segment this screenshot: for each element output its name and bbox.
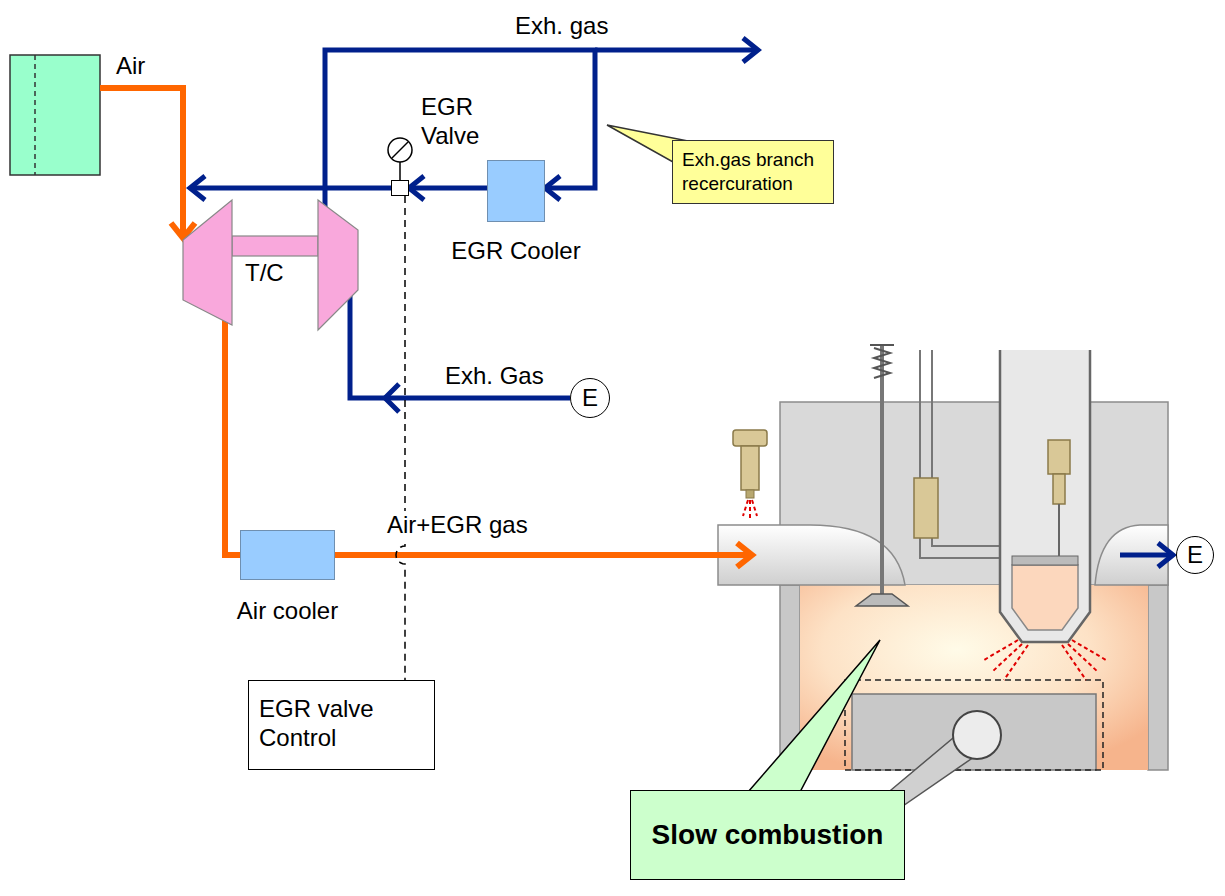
flow-label: Air bbox=[116, 52, 145, 81]
turbocharger-shape bbox=[318, 200, 358, 330]
arrow-head bbox=[385, 384, 399, 412]
turbocharger: T/C bbox=[180, 195, 362, 332]
node-text: Exh.gas branch recercuration bbox=[682, 148, 824, 196]
engine-cylinder bbox=[733, 430, 767, 446]
control-box: EGR valve Control bbox=[248, 680, 435, 770]
turbocharger-shape bbox=[348, 296, 353, 332]
turbocharger-shape bbox=[183, 200, 232, 325]
engine-cylinder bbox=[932, 350, 1000, 546]
node-text: E bbox=[1187, 541, 1203, 570]
engine-cylinder bbox=[752, 500, 757, 516]
air-intake-line bbox=[100, 88, 183, 238]
charge-air-line bbox=[335, 552, 752, 558]
air-filter bbox=[10, 55, 100, 175]
egr-valve-symbol bbox=[388, 138, 412, 162]
flow-label: Air+EGR gas bbox=[385, 511, 530, 540]
engine-cylinder bbox=[984, 640, 1018, 660]
node-text: EGR Cooler bbox=[451, 237, 580, 266]
callout-pointer bbox=[748, 640, 880, 792]
engine-cylinder bbox=[1058, 504, 1060, 556]
air-cooler: Air cooler bbox=[240, 530, 335, 580]
connector bbox=[325, 50, 595, 195]
engine-cylinder bbox=[1012, 565, 1078, 630]
exhaust-out-arrow bbox=[1120, 553, 1173, 558]
engine-cylinder bbox=[953, 711, 1001, 759]
flow-connector bbox=[350, 332, 570, 398]
engine-cylinder bbox=[749, 500, 751, 518]
engine-cylinder bbox=[870, 344, 894, 346]
connector-label: Exh. Gas bbox=[445, 362, 544, 391]
engine-cylinder bbox=[845, 680, 1103, 770]
connector bbox=[190, 188, 391, 189]
engine-cylinder bbox=[743, 500, 748, 516]
connector bbox=[225, 332, 240, 555]
engine-cylinder bbox=[874, 348, 890, 378]
node-text: Air cooler bbox=[237, 597, 338, 626]
flow-label: Exh. gas bbox=[515, 12, 608, 41]
air-filter bbox=[34, 55, 36, 175]
exhaust-outlet-circle: E bbox=[1176, 536, 1214, 574]
connector bbox=[409, 188, 487, 189]
engine-cylinder bbox=[1068, 644, 1098, 672]
flow-connector bbox=[396, 196, 405, 680]
callout-box: Slow combustion bbox=[630, 790, 905, 880]
callout-box: Exh.gas branch recercuration bbox=[672, 140, 834, 204]
egr-valve-body: EGR Valve bbox=[391, 180, 409, 196]
node-text: EGR Valve bbox=[421, 93, 493, 151]
engine-cylinder bbox=[718, 345, 1168, 810]
node-text: T/C bbox=[245, 259, 284, 288]
engine-cylinder bbox=[743, 500, 1106, 680]
engine-cylinder bbox=[1148, 585, 1168, 770]
engine-cylinder bbox=[1053, 474, 1065, 504]
node-text: EGR valve Control bbox=[259, 695, 424, 753]
exhaust-source-circle: E bbox=[570, 378, 610, 418]
egr-cooler: EGR Cooler bbox=[487, 160, 545, 222]
engine-cylinder bbox=[1062, 645, 1086, 680]
egr-valve-symbol bbox=[388, 138, 412, 181]
engine-cylinder bbox=[992, 644, 1022, 672]
engine-cylinder bbox=[1004, 645, 1028, 680]
egr-valve-symbol bbox=[392, 142, 408, 158]
engine-cylinder bbox=[1048, 440, 1070, 474]
engine-cylinder bbox=[741, 446, 759, 490]
engine-cylinder bbox=[880, 345, 884, 596]
connector-group bbox=[190, 50, 595, 680]
engine-cylinder bbox=[1000, 350, 1090, 642]
flow-connector bbox=[325, 50, 595, 195]
exhaust-outlet-line bbox=[595, 48, 758, 53]
connector bbox=[350, 332, 570, 412]
engine-cylinder bbox=[914, 478, 938, 538]
engine-cylinder bbox=[746, 490, 754, 498]
engine-cylinder bbox=[856, 594, 908, 606]
engine-cylinder bbox=[1072, 640, 1106, 660]
engine-cylinder bbox=[852, 694, 1096, 770]
flow-connector bbox=[190, 186, 391, 191]
flow-connector bbox=[409, 186, 487, 191]
node-text: Slow combustion bbox=[652, 818, 884, 852]
air-filter bbox=[10, 55, 100, 175]
egr-valve-symbol bbox=[399, 162, 401, 181]
node-text: E bbox=[582, 384, 598, 413]
engine-cylinder bbox=[1012, 556, 1078, 565]
connector bbox=[396, 196, 405, 680]
flow-connector bbox=[225, 332, 240, 555]
turbocharger-shape bbox=[232, 236, 318, 256]
